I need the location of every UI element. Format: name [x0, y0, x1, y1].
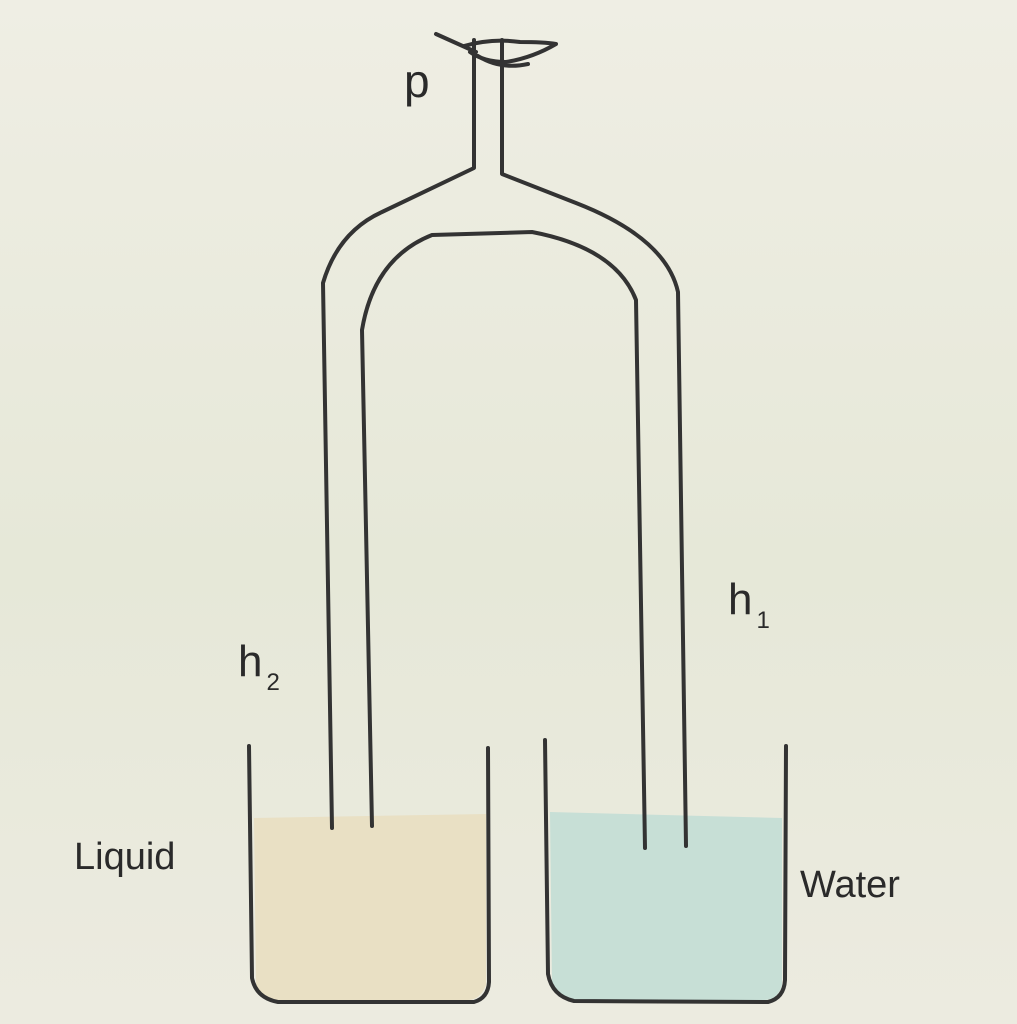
water-label: Water	[800, 864, 900, 906]
u-tube-outer-wall-right	[500, 38, 688, 848]
liquid-fill	[254, 814, 486, 1000]
tap-label: p	[404, 58, 430, 104]
u-tube-inner-wall	[360, 230, 647, 850]
h2-label-subscript: 2	[266, 669, 280, 696]
h1-label-main: h	[728, 575, 753, 624]
u-tube	[321, 38, 688, 850]
left-beaker	[247, 744, 491, 1004]
h1-label-subscript: 1	[756, 607, 770, 634]
liquid-label: Liquid	[74, 836, 176, 878]
right-beaker	[543, 738, 788, 1004]
tap-label-text: p	[404, 55, 430, 107]
u-tube-outer-wall	[321, 38, 476, 830]
h2-label-main: h	[238, 637, 263, 686]
pinch-clip	[434, 32, 558, 68]
water-fill	[550, 812, 782, 1000]
